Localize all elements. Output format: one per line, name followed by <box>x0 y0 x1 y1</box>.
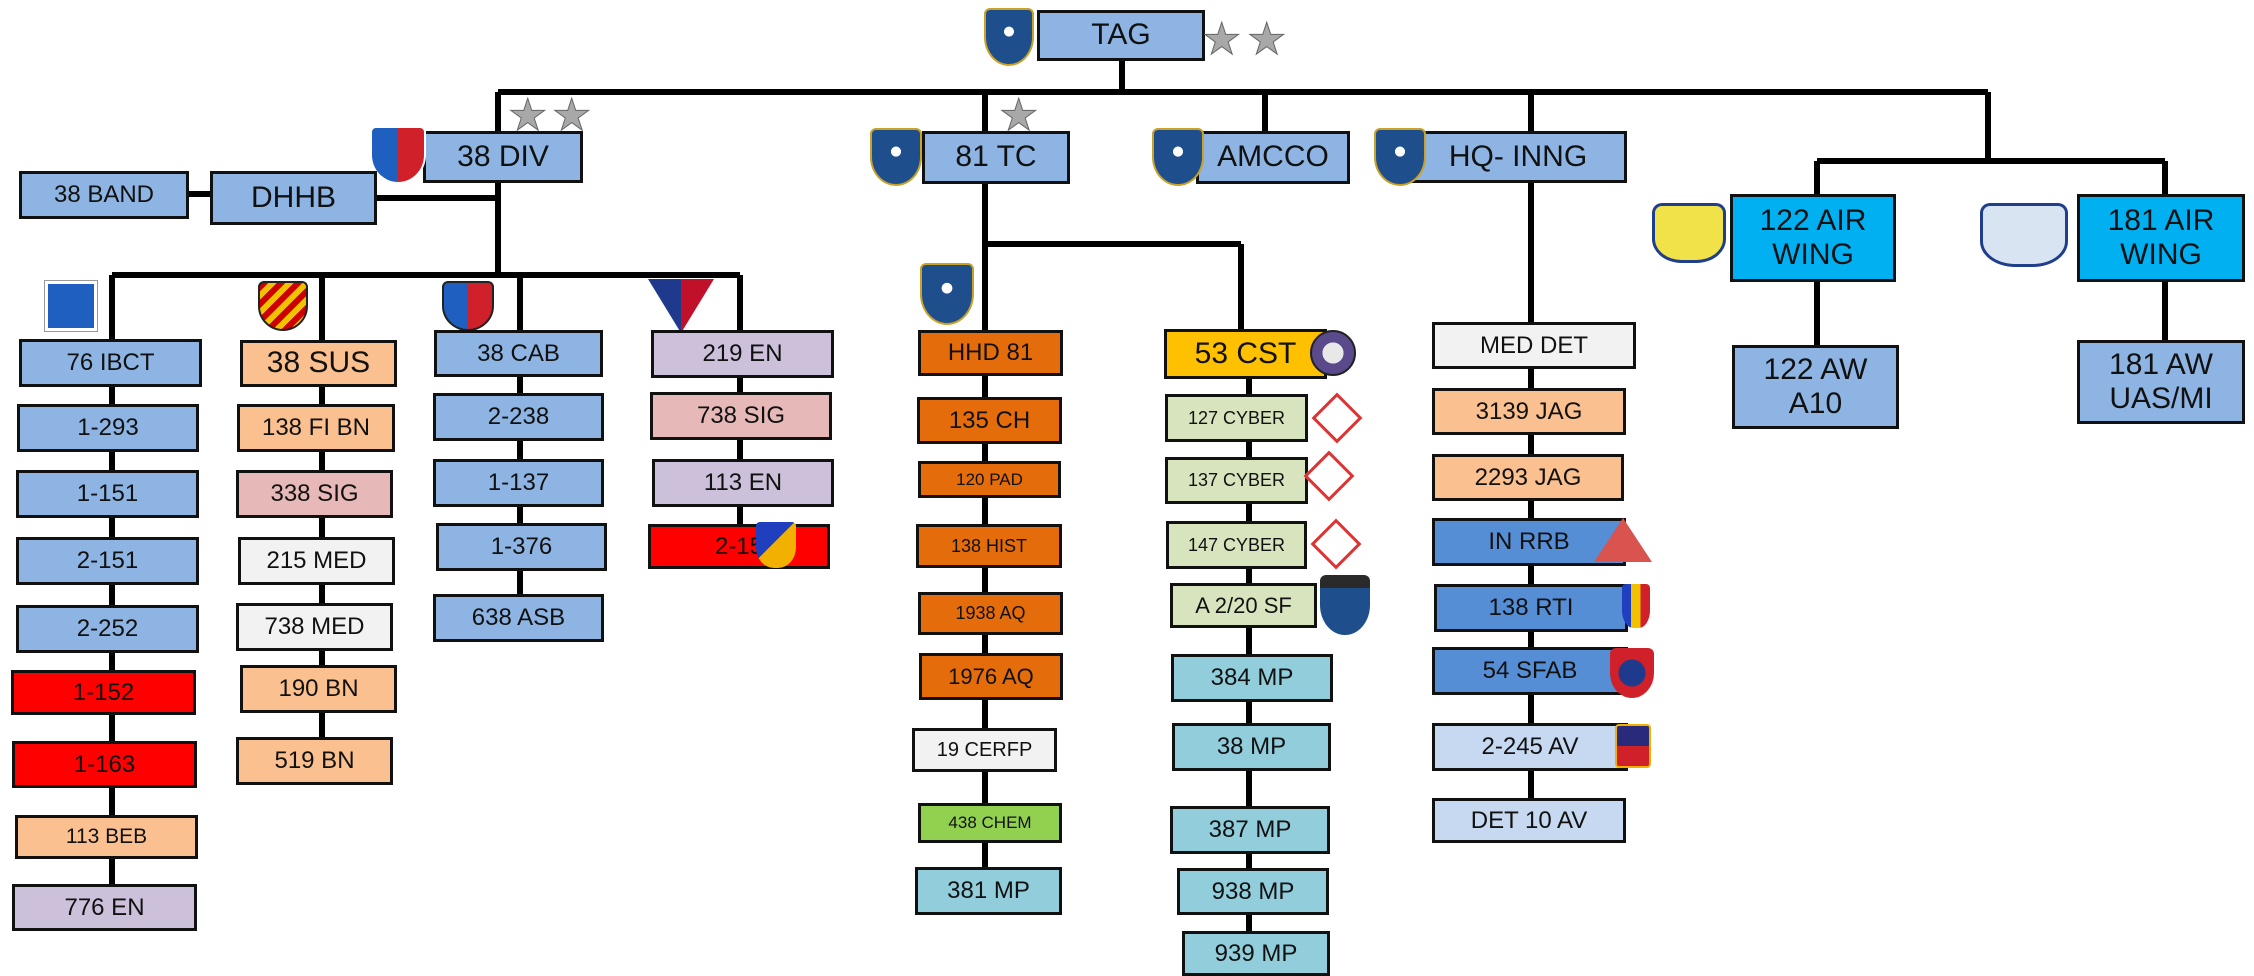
tc81-left-unit-box[interactable]: 19 CERFP <box>912 728 1057 772</box>
tc81-right-unit-box[interactable]: 387 MP <box>1170 806 1330 854</box>
tc81-left-unit-box[interactable]: 381 MP <box>915 867 1062 915</box>
tc81-left-unit-box[interactable]: HHD 81 <box>918 330 1063 376</box>
sus-unit-box[interactable]: 190 BN <box>240 665 397 713</box>
wing-shield-icon <box>1652 203 1726 263</box>
cab-unit-box[interactable]: 38 CAB <box>434 330 603 377</box>
cab-unit-box[interactable]: 1-376 <box>436 523 607 571</box>
ibct-unit-box[interactable]: 1-163 <box>12 741 197 788</box>
tc81-box[interactable]: 81 TC <box>922 131 1070 184</box>
en-unit-box[interactable]: 2-15 <box>648 524 830 569</box>
tc81-right-unit-box[interactable]: 53 CST <box>1164 329 1327 379</box>
ibct-unit-box[interactable]: 1-151 <box>16 470 199 518</box>
hq-inng-box[interactable]: HQ- INNG <box>1409 131 1627 183</box>
hq-unit-box[interactable]: 3139 JAG <box>1432 388 1626 435</box>
tc81-left-unit-box[interactable]: 138 HIST <box>916 524 1062 568</box>
en-unit-box[interactable]: 113 EN <box>652 459 834 507</box>
av-patch-icon <box>1615 724 1651 768</box>
air181-unit-box[interactable]: 181 AW UAS/MI <box>2077 340 2245 424</box>
tc81-left-unit-box[interactable]: 1938 AQ <box>918 592 1063 635</box>
tc81-right-unit-box[interactable]: 938 MP <box>1177 868 1329 915</box>
tc81-right-unit-box[interactable]: 38 MP <box>1172 723 1331 771</box>
en-unit-box[interactable]: 738 SIG <box>650 392 832 440</box>
tc81-right-unit-box[interactable]: 384 MP <box>1171 654 1333 702</box>
sus-unit-box[interactable]: 138 FI BN <box>237 404 395 452</box>
en-unit-box[interactable]: 219 EN <box>651 330 834 378</box>
air181-box[interactable]: 181 AIR WING <box>2077 194 2245 282</box>
div38-box[interactable]: 38 DIV <box>423 131 583 183</box>
tag-box[interactable]: TAG <box>1037 10 1205 61</box>
cab-unit-box[interactable]: 1-137 <box>433 459 604 507</box>
sus-unit-box[interactable]: 519 BN <box>236 737 393 785</box>
hq-unit-box[interactable]: 54 SFAB <box>1432 647 1628 695</box>
tc81-right-unit-box[interactable]: 939 MP <box>1182 931 1330 976</box>
tc81-left-unit-box[interactable]: 1976 AQ <box>919 653 1063 700</box>
sfab-patch-icon <box>1610 648 1654 698</box>
wing-shield-icon <box>1980 203 2068 267</box>
cyclone-patch-icon <box>370 126 426 184</box>
cab-unit-box[interactable]: 2-238 <box>433 393 604 441</box>
hq-unit-box[interactable]: DET 10 AV <box>1432 798 1626 843</box>
indiana-torch-shield-icon <box>1152 128 1204 186</box>
tc81-left-unit-box[interactable]: 120 PAD <box>918 461 1061 498</box>
hq-unit-box[interactable]: 138 RTI <box>1434 584 1628 632</box>
tc81-right-unit-box[interactable]: 137 CYBER <box>1165 457 1308 504</box>
special-forces-patch-icon <box>1320 575 1370 635</box>
sus-shield-icon <box>258 281 308 331</box>
band-box[interactable]: 38 BAND <box>19 171 189 219</box>
sus-unit-box[interactable]: 338 SIG <box>236 470 393 518</box>
dhhb-box[interactable]: DHHB <box>210 171 377 225</box>
star-icon: ★ <box>1201 15 1242 64</box>
hq-unit-box[interactable]: 2293 JAG <box>1432 454 1624 501</box>
seal-icon <box>1310 330 1356 376</box>
star-icon: ★ <box>1246 15 1287 64</box>
ibct-unit-box[interactable]: 76 IBCT <box>19 339 202 387</box>
ibct-unit-box[interactable]: 776 EN <box>12 884 197 931</box>
tc81-left-unit-box[interactable]: 135 CH <box>917 397 1062 444</box>
hq-unit-box[interactable]: 2-245 AV <box>1432 723 1628 771</box>
sus-unit-box[interactable]: 38 SUS <box>240 340 397 387</box>
amcco-box[interactable]: AMCCO <box>1196 131 1350 184</box>
ibct-unit-box[interactable]: 2-252 <box>16 605 199 653</box>
ibct-unit-box[interactable]: 113 BEB <box>15 815 198 859</box>
air122-unit-box[interactable]: 122 AW A10 <box>1732 345 1899 429</box>
rti-patch-icon <box>1622 584 1650 628</box>
hq-unit-box[interactable]: IN RRB <box>1432 518 1626 566</box>
cab-unit-box[interactable]: 638 ASB <box>433 594 604 642</box>
hq-unit-box[interactable]: MED DET <box>1432 322 1636 369</box>
indiana-torch-shield-icon <box>1374 128 1426 186</box>
tc81-left-unit-box[interactable]: 438 CHEM <box>918 803 1062 843</box>
indiana-torch-shield-icon <box>920 263 974 325</box>
air122-box[interactable]: 122 AIR WING <box>1730 194 1896 282</box>
indiana-torch-shield-icon <box>984 8 1034 66</box>
sus-unit-box[interactable]: 215 MED <box>238 537 395 585</box>
ibct-unit-box[interactable]: 1-293 <box>17 404 199 452</box>
tc81-right-unit-box[interactable]: A 2/20 SF <box>1170 583 1317 628</box>
indiana-torch-shield-icon <box>870 128 922 186</box>
sus-unit-box[interactable]: 738 MED <box>236 603 393 651</box>
red-blue-patch-icon <box>756 522 796 568</box>
tc81-right-unit-box[interactable]: 127 CYBER <box>1165 394 1308 442</box>
ibct-unit-box[interactable]: 1-152 <box>11 670 196 715</box>
star-icon: ★ <box>551 91 592 140</box>
ibct-unit-box[interactable]: 2-151 <box>16 537 199 585</box>
cyclone-patch-icon <box>442 281 494 331</box>
star-icon: ★ <box>507 91 548 140</box>
star-icon: ★ <box>998 91 1039 140</box>
ibct-arrow-icon <box>44 280 98 332</box>
tc81-right-unit-box[interactable]: 147 CYBER <box>1166 521 1307 569</box>
